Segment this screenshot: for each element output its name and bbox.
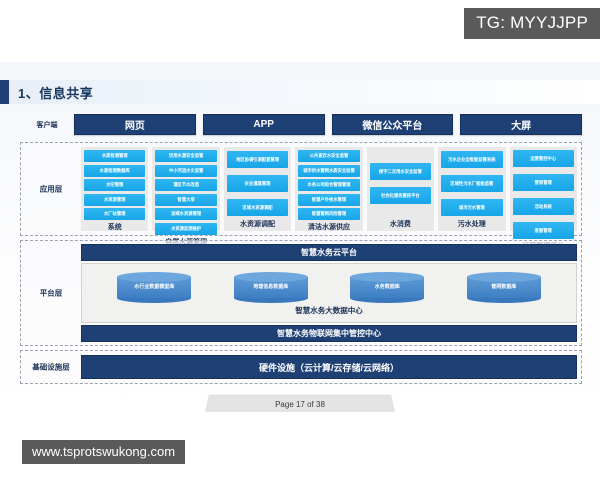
app-chip[interactable]: 水资源监测维护	[155, 222, 217, 235]
infrastructure-inner: 硬件设施（云计算/云存储/云网络）	[81, 355, 577, 379]
platform-bigdata-center: 水行业数据模型库 地理信息数据库 水务数据库	[81, 263, 577, 323]
app-chip[interactable]: 城市污水管理	[441, 199, 503, 216]
app-column-title: 污水处理	[457, 221, 486, 228]
application-layer: 应用层 水质检测管理 水质检测数据库 水空管理 水资源管理 水厂站管理 系统 饮…	[20, 142, 582, 250]
app-column-system: 水质检测管理 水质检测数据库 水空管理 水资源管理 水厂站管理 系统	[81, 147, 149, 231]
app-column-operation-platform-items: 运营管控中心 营销管理 活动系统 客服管理	[512, 150, 574, 239]
app-chip[interactable]: 智慧户外给水管理	[298, 193, 360, 206]
database-cylinder[interactable]: 地理信息数据库	[233, 272, 308, 303]
database-label: 管网数据库	[491, 284, 517, 291]
database-cylinder[interactable]: 水务数据库	[350, 272, 425, 303]
slide-canvas: 1、信息共享 客户端 网页 APP 微信公众平台 大屏 应用层 水质检测管理 水…	[0, 62, 600, 422]
database-label: 水务数据库	[374, 284, 400, 291]
app-chip[interactable]: 水务公司综合管理管理	[298, 179, 360, 191]
app-column-water-allocation: 地区协调引调配套管理 农业灌溉管理 区域水资源调配 水资源调配	[223, 147, 292, 231]
platform-inner: 智慧水务云平台 水行业数据模型库 地理信息数据	[81, 244, 577, 342]
client-cells: 网页 APP 微信公众平台 大屏	[74, 114, 582, 135]
app-column-system-items: 水质检测管理 水质检测数据库 水空管理 水资源管理 水厂站管理	[84, 150, 146, 220]
site-watermark: www.tsprotswukong.com	[22, 440, 186, 464]
app-column-clean-water-supply: 公共直饮水安全监管 城市供水管网水质安全监管 水务公司综合管理管理 智慧户外给水…	[295, 147, 363, 231]
app-chip[interactable]: 流域水资源管理	[155, 208, 217, 220]
app-chip[interactable]: 地区协调引调配套管理	[226, 151, 289, 168]
app-chip[interactable]: 城市供水管网水质安全监管	[298, 164, 360, 177]
cylinder-body	[466, 277, 541, 298]
cylinder-bottom-ellipse	[233, 293, 308, 303]
cylinder-top-ellipse	[350, 272, 425, 282]
cylinder-top-ellipse	[117, 272, 192, 282]
app-chip[interactable]: 饮用水源安全监管	[155, 150, 217, 162]
app-chip[interactable]: 水质检测管理	[84, 150, 146, 162]
app-chip[interactable]: 水空管理	[84, 179, 146, 191]
app-chip[interactable]: 区域性污水厂智能监管	[441, 175, 503, 192]
cylinder-top-ellipse	[466, 272, 541, 282]
app-column-clean-water-supply-items: 公共直饮水安全监管 城市供水管网水质安全监管 水务公司综合管理管理 智慧户外给水…	[298, 150, 360, 220]
cylinder-top-ellipse	[233, 272, 308, 282]
app-chip[interactable]: 活动系统	[512, 198, 574, 215]
app-chip[interactable]: 营销管理	[512, 174, 574, 191]
app-chip[interactable]: 水质检测数据库	[84, 164, 146, 177]
application-layer-label: 应用层	[39, 184, 63, 194]
cylinder-body	[233, 277, 308, 298]
app-column-title: 水消费	[389, 221, 411, 228]
client-item-bigscreen[interactable]: 大屏	[460, 114, 582, 135]
app-column-operation-platform: 运营管控中心 营销管理 活动系统 客服管理 运营管理平台	[509, 147, 577, 250]
app-chip[interactable]: 农业灌溉管理	[226, 175, 289, 192]
app-chip[interactable]: 社会化服务惠民平台	[369, 187, 432, 204]
client-row: 客户端 网页 APP 微信公众平台 大屏	[20, 114, 582, 135]
app-chip[interactable]: 楼宇二次用水安全监管	[369, 163, 432, 180]
database-cylinder-row: 水行业数据模型库 地理信息数据库 水务数据库	[82, 272, 576, 303]
database-cylinder[interactable]: 管网数据库	[466, 272, 541, 303]
app-chip[interactable]: 运营管控中心	[512, 150, 574, 167]
app-column-natural-water: 饮用水源安全监管 中小河流水文监管 灌区节水改造 智慧大坝 流域水资源管理 水资…	[152, 147, 220, 246]
app-chip[interactable]: 中小河流水文监管	[155, 164, 217, 177]
infrastructure-layer-label: 基础设施层	[32, 362, 70, 372]
hardware-facilities-band: 硬件设施（云计算/云存储/云网络）	[81, 355, 577, 379]
client-item-webpage[interactable]: 网页	[74, 114, 196, 135]
app-chip[interactable]: 水资源管理	[84, 193, 146, 206]
cylinder-bottom-ellipse	[466, 293, 541, 303]
page-indicator: Page 17 of 38	[205, 394, 395, 412]
app-chip[interactable]: 区域水资源调配	[226, 199, 289, 216]
client-item-wechat[interactable]: 微信公众平台	[331, 114, 454, 135]
heading-accent-bar	[0, 80, 9, 104]
app-column-water-consumption: 楼宇二次用水安全监管 社会化服务惠民平台 水消费	[366, 147, 435, 231]
infrastructure-layer: 基础设施层 硬件设施（云计算/云存储/云网络）	[20, 350, 582, 384]
app-chip[interactable]: 公共直饮水安全监管	[298, 150, 360, 162]
app-chip[interactable]: 智慧管网风险管理	[298, 208, 360, 220]
cylinder-body	[117, 277, 192, 298]
bigdata-center-caption: 智慧水务大数据中心	[295, 306, 363, 315]
database-cylinder[interactable]: 水行业数据模型库	[117, 272, 192, 303]
platform-layer: 平台层 智慧水务云平台 水行业数据模型库	[20, 240, 582, 346]
app-chip[interactable]: 灌区节水改造	[155, 179, 217, 191]
app-chip[interactable]: 智慧大坝	[155, 193, 217, 206]
app-column-title: 清洁水源供应	[307, 224, 350, 231]
cylinder-bottom-ellipse	[117, 293, 192, 303]
app-column-natural-water-items: 饮用水源安全监管 中小河流水文监管 灌区节水改造 智慧大坝 流域水资源管理 水资…	[155, 150, 217, 235]
database-label: 地理信息数据库	[253, 284, 289, 291]
app-column-sewage-treatment-items: 污水企业全智能监管系统 区域性污水厂智能监管 城市污水管理	[441, 150, 503, 217]
telegram-watermark-tag: TG: MYYJJPP	[464, 8, 600, 39]
client-item-app[interactable]: APP	[202, 114, 325, 135]
app-column-water-allocation-items: 地区协调引调配套管理 农业灌溉管理 区域水资源调配	[226, 150, 289, 217]
heading-text: 1、信息共享	[18, 85, 94, 101]
app-chip[interactable]: 客服管理	[512, 222, 574, 239]
client-row-label: 客户端	[36, 121, 58, 129]
cylinder-body	[350, 277, 425, 298]
slide-heading: 1、信息共享	[0, 80, 600, 104]
app-chip[interactable]: 污水企业全智能监管系统	[441, 151, 503, 168]
app-column-title: 系统	[107, 224, 122, 231]
platform-iot-band: 智慧水务物联网集中管控中心	[81, 325, 577, 342]
cylinder-bottom-ellipse	[350, 293, 425, 303]
app-column-water-consumption-items: 楼宇二次用水安全监管 社会化服务惠民平台	[369, 150, 432, 217]
app-column-title: 水资源调配	[240, 221, 276, 228]
platform-layer-label: 平台层	[39, 288, 63, 298]
platform-cloud-band: 智慧水务云平台	[81, 244, 577, 261]
app-column-sewage-treatment: 污水企业全智能监管系统 区域性污水厂智能监管 城市污水管理 污水处理	[438, 147, 506, 231]
application-columns: 水质检测管理 水质检测数据库 水空管理 水资源管理 水厂站管理 系统 饮用水源安…	[81, 147, 577, 250]
database-label: 水行业数据模型库	[134, 284, 175, 291]
app-chip[interactable]: 水厂站管理	[84, 208, 146, 220]
